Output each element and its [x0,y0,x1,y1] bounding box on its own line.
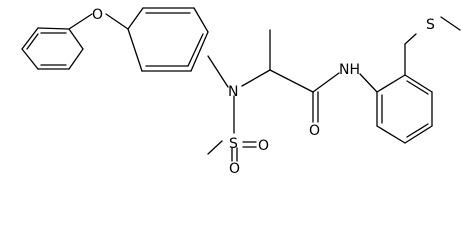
atom-label-oxygen-sulfonyl-right: O [258,138,269,154]
bond [359,73,378,93]
bond [404,125,433,144]
bond [21,48,39,70]
bond [312,72,340,93]
bond [68,28,84,50]
bond [193,7,209,33]
bond [187,33,204,67]
bond [406,80,429,95]
bond [207,55,229,88]
bond [406,123,429,138]
atom-label-nh: NH [339,62,360,78]
bond [207,140,223,155]
bond [404,74,433,93]
bond [26,33,39,50]
bond [37,27,70,30]
bond [127,28,143,72]
atom-label-oxygen-ether: O [92,7,103,23]
atom-label-sulfur-methylthio: S [426,17,435,33]
bond [376,125,406,144]
atom-label-oxygen-sulfonyl-bottom: O [229,161,240,174]
atom-labels: O N S O O O NH S [92,7,435,174]
chemical-structure: O N S O O O NH S [21,7,461,174]
bond [127,7,144,30]
bond [440,16,461,31]
bond [68,13,93,30]
bond [269,69,314,93]
atom-label-sulfur-sulfonyl: S [229,136,238,152]
bond [241,69,271,87]
atom-label-oxygen-carbonyl: O [309,123,320,139]
bond [190,31,209,72]
atom-label-nitrogen: N [228,84,238,100]
bond [376,74,406,93]
bond [68,48,84,70]
bond [105,13,129,30]
bond [21,27,39,50]
bond [404,33,417,45]
bonds [21,7,461,162]
